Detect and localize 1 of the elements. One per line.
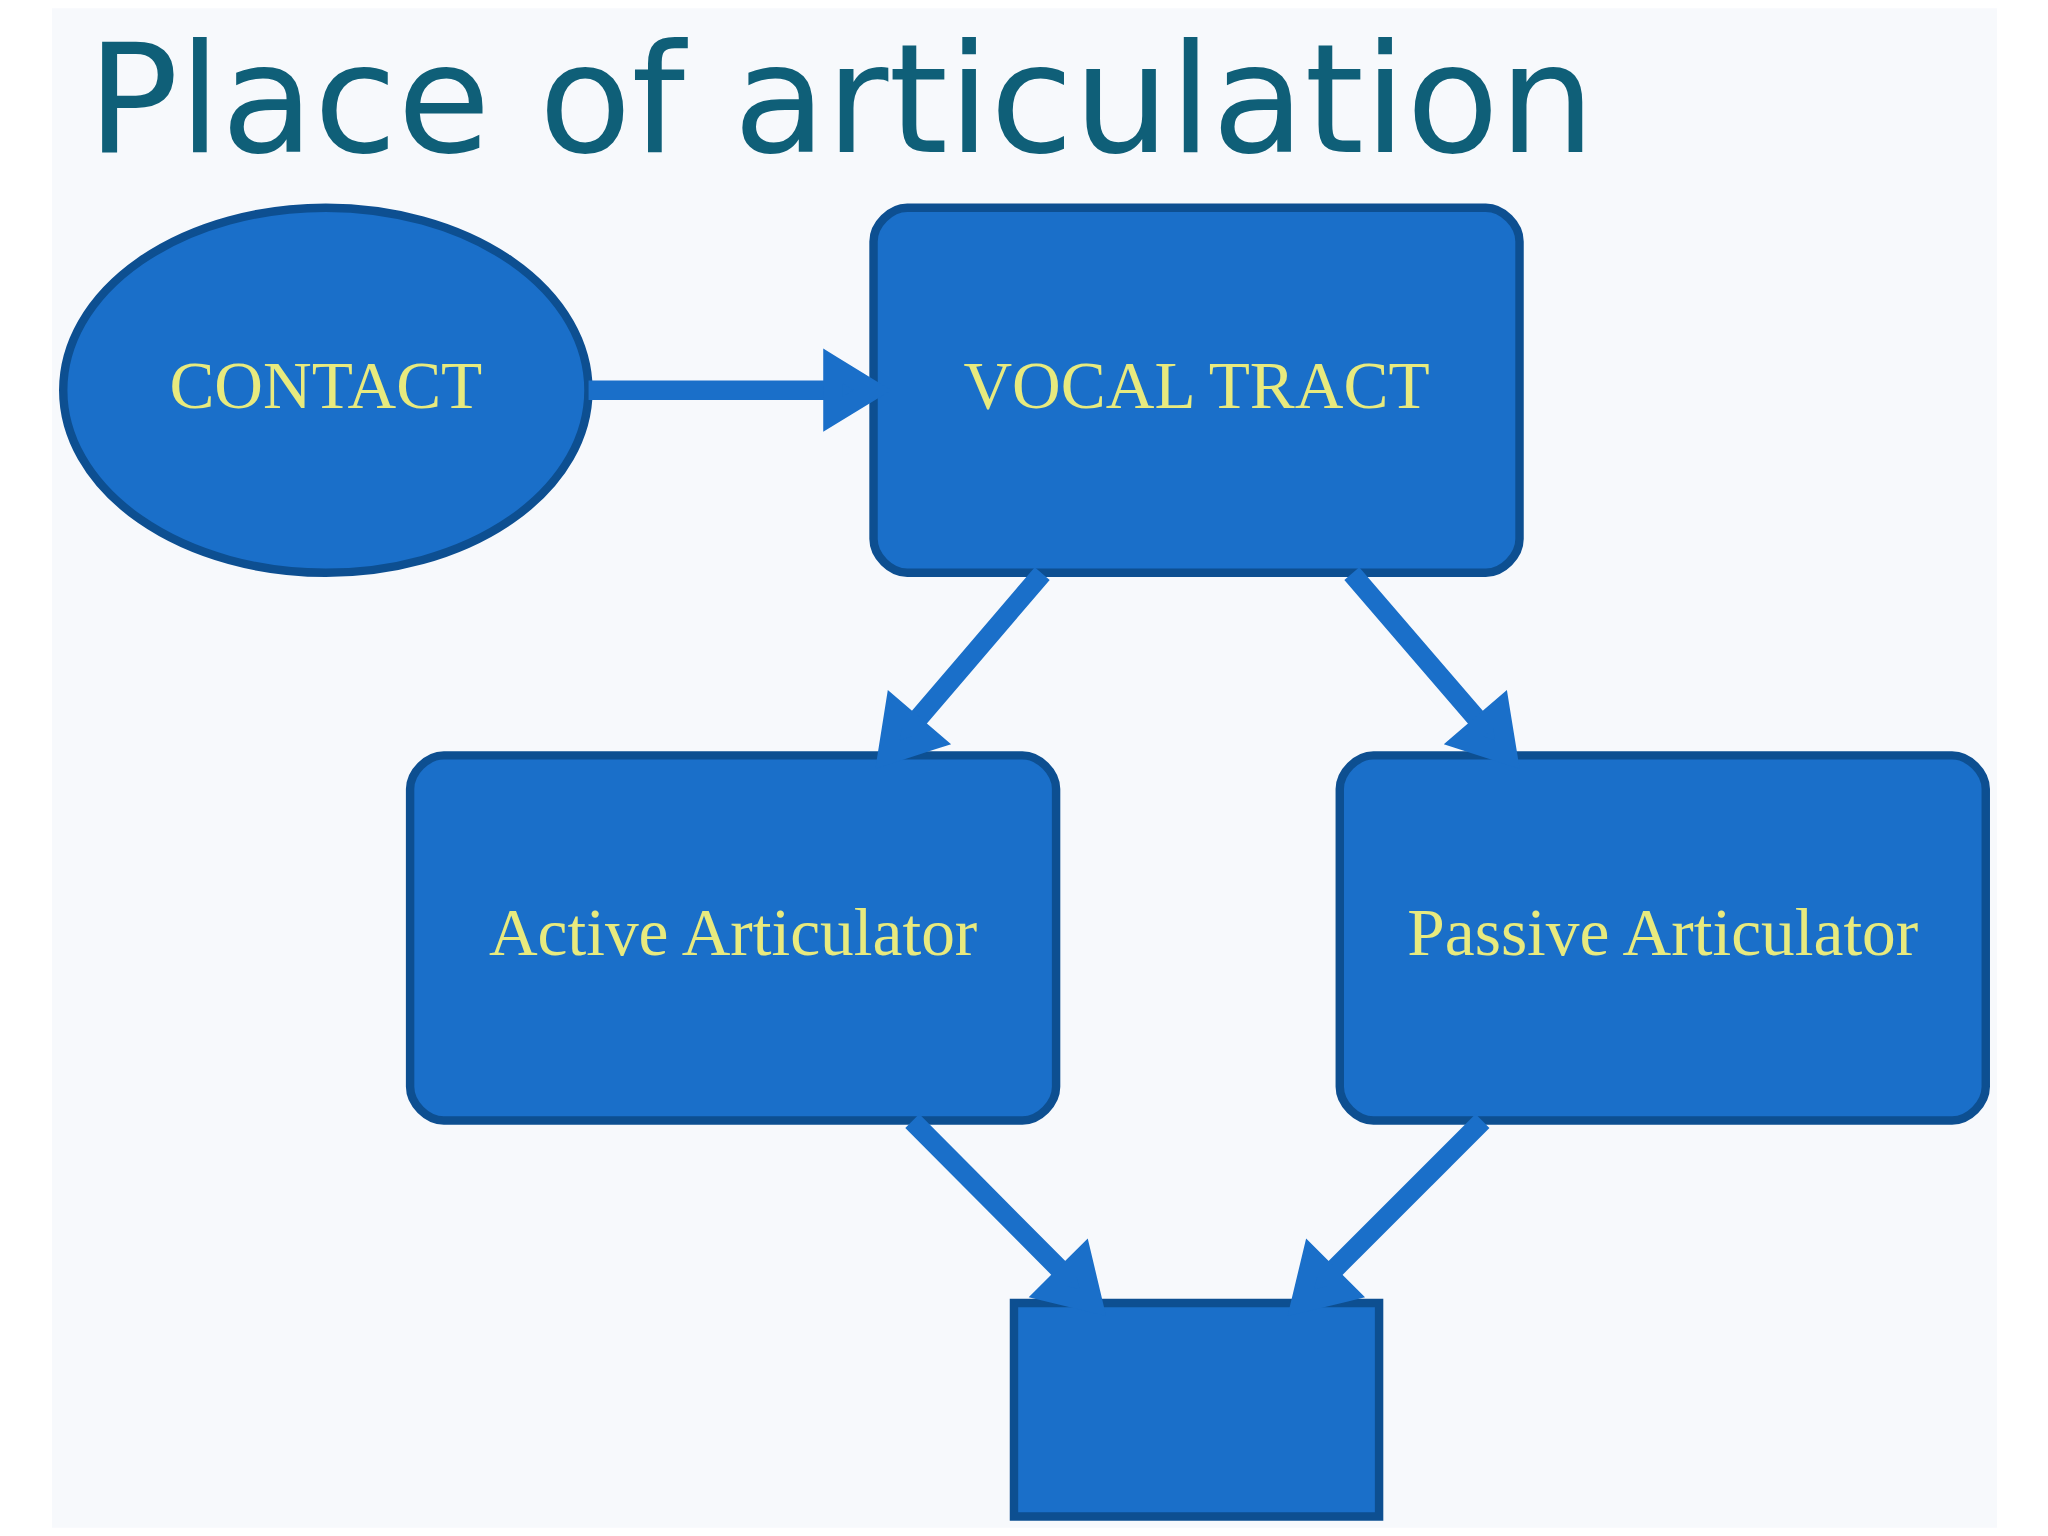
diagram-title: Place of articulation <box>86 11 1595 189</box>
